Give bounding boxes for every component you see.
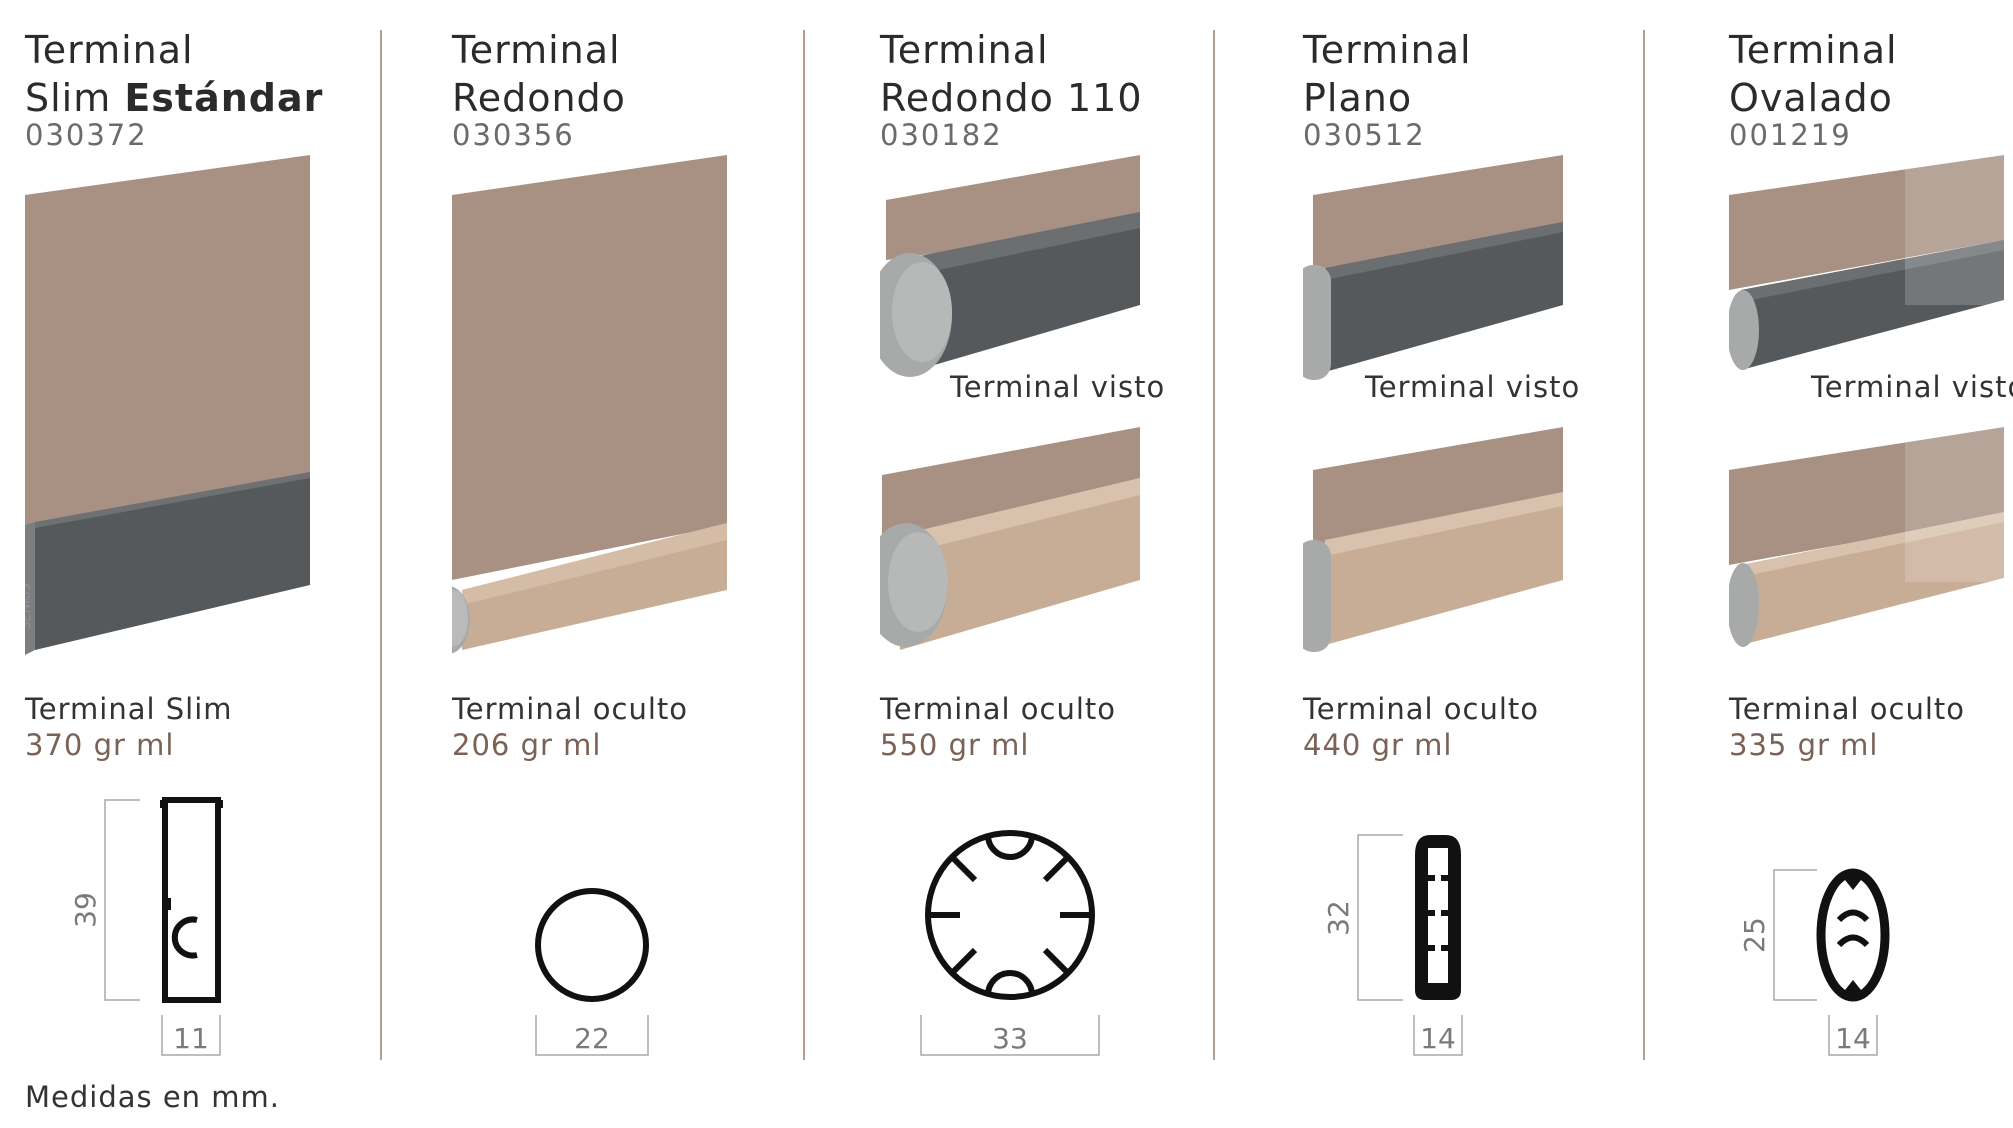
finish-label: Terminal Slim (25, 692, 233, 726)
product-code: 030356 (452, 118, 575, 152)
weight-value: 370 gr ml (25, 728, 175, 762)
title-line1: Terminal (452, 28, 621, 72)
round-110-profile-drawing: 33 (920, 830, 1100, 1056)
column-redondo-110: Terminal Redondo 110 030182 Terminal vis… (880, 0, 1300, 1128)
title-line2: Ovalado (1729, 76, 1893, 120)
finish-label: Terminal oculto (452, 692, 689, 726)
column-title: Terminal Redondo 110 (880, 26, 1143, 122)
column-divider (1213, 30, 1215, 1060)
finish-label: Terminal oculto (880, 692, 1117, 726)
svg-text:SENKIS: SENKIS (25, 583, 34, 630)
dim-horizontal: 14 (1835, 1022, 1871, 1055)
finish-label: Terminal oculto (1729, 692, 1966, 726)
column-title: Terminal Ovalado (1729, 26, 1898, 122)
title-line2: Slim (25, 76, 125, 120)
title-line1: Terminal (880, 28, 1049, 72)
title-line1: Terminal (1303, 28, 1472, 72)
column-divider (803, 30, 805, 1060)
product-code: 030372 (25, 118, 148, 152)
redondo-illustration (452, 155, 727, 654)
weight-value: 550 gr ml (880, 728, 1030, 762)
dim-horizontal: 33 (992, 1022, 1028, 1055)
visible-label: Terminal visto (1811, 370, 2013, 404)
oval-profile-drawing: 25 14 (1738, 868, 1890, 1056)
flat-profile-drawing: 32 14 (1322, 834, 1463, 1056)
title-line2: Plano (1303, 76, 1413, 120)
column-title: Terminal Slim Estándar (25, 26, 323, 122)
product-code: 030182 (880, 118, 1003, 152)
title-line2: Redondo 110 (880, 76, 1143, 120)
title-line2-bold: Estándar (124, 76, 324, 120)
column-redondo: Terminal Redondo 030356 Terminal oculto … (452, 0, 872, 1128)
weight-value: 440 gr ml (1303, 728, 1453, 762)
column-title: Terminal Plano (1303, 26, 1472, 122)
title-line2: Redondo (452, 76, 626, 120)
slim-illustration: SENKIS (25, 155, 310, 655)
redondo-110-visible-illustration (880, 155, 1140, 650)
dim-vertical: 25 (1738, 917, 1771, 953)
column-plano: Terminal Plano 030512 Terminal visto Ter… (1303, 0, 1723, 1128)
plano-visible-illustration (1303, 155, 1563, 652)
visible-label: Terminal visto (1365, 370, 1581, 404)
column-divider (1643, 30, 1645, 1060)
column-ovalado: Terminal Ovalado 001219 Terminal visto T… (1729, 0, 2013, 1128)
footnote: Medidas en mm. (25, 1080, 280, 1114)
dim-horizontal: 22 (574, 1022, 610, 1055)
ovalado-visible-illustration (1729, 155, 2004, 647)
visible-label: Terminal visto (950, 370, 1166, 404)
dim-horizontal: 11 (173, 1022, 209, 1055)
slim-profile-drawing: 39 11 (69, 797, 223, 1056)
product-code: 030512 (1303, 118, 1426, 152)
weight-value: 335 gr ml (1729, 728, 1879, 762)
weight-value: 206 gr ml (452, 728, 602, 762)
dim-vertical: 39 (69, 892, 102, 928)
finish-label: Terminal oculto (1303, 692, 1540, 726)
title-line1: Terminal (1729, 28, 1898, 72)
column-slim: Terminal Slim Estándar 030372 SENKIS Ter… (25, 0, 445, 1128)
round-profile-drawing: 22 (535, 888, 649, 1056)
product-code: 001219 (1729, 118, 1852, 152)
column-title: Terminal Redondo (452, 26, 626, 122)
title-line1: Terminal (25, 28, 194, 72)
dim-horizontal: 14 (1420, 1022, 1456, 1055)
dim-vertical: 32 (1322, 900, 1355, 936)
column-divider (380, 30, 382, 1060)
